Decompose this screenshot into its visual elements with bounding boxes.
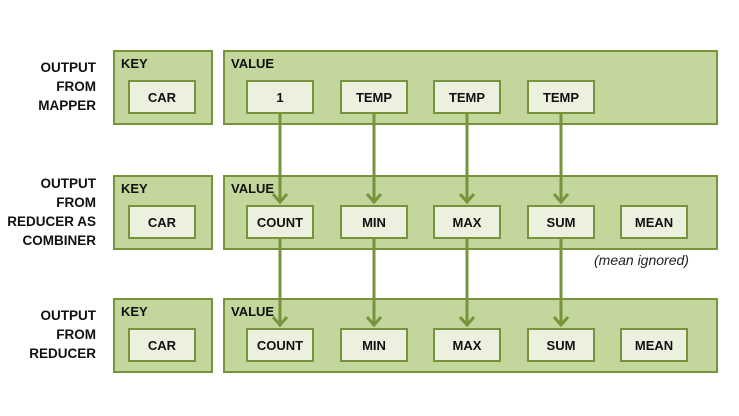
mean-ignored-note: (mean ignored) [594, 252, 689, 268]
arrowhead-icon [552, 193, 570, 205]
value-item: MIN [340, 328, 408, 362]
value-item: SUM [527, 205, 595, 239]
value-title: VALUE [231, 56, 275, 71]
arrowhead-icon [365, 316, 383, 328]
value-item: MAX [433, 328, 501, 362]
value-box: VALUE COUNT MIN MAX SUM MEAN [223, 175, 718, 250]
key-box: KEY CAR [113, 50, 213, 125]
arrowhead-icon [458, 193, 476, 205]
key-item: CAR [128, 205, 196, 239]
key-title: KEY [121, 56, 148, 71]
key-title: KEY [121, 181, 148, 196]
arrowhead-icon [271, 316, 289, 328]
value-item: COUNT [246, 205, 314, 239]
value-title: VALUE [231, 181, 275, 196]
value-item: MAX [433, 205, 501, 239]
value-item: TEMP [527, 80, 595, 114]
key-box: KEY CAR [113, 298, 213, 373]
row-label: OUTPUT FROM REDUCER [29, 308, 96, 361]
arrowhead-icon [458, 316, 476, 328]
key-box: KEY CAR [113, 175, 213, 250]
arrowhead-icon [552, 316, 570, 328]
arrowhead-icon [271, 193, 289, 205]
value-box: VALUE 1 TEMP TEMP TEMP [223, 50, 718, 125]
key-item: CAR [128, 328, 196, 362]
value-item: MIN [340, 205, 408, 239]
value-box: VALUE COUNT MIN MAX SUM MEAN [223, 298, 718, 373]
row-label: OUTPUT FROM MAPPER [38, 60, 96, 113]
value-item: TEMP [433, 80, 501, 114]
value-title: VALUE [231, 304, 275, 319]
value-item: MEAN [620, 205, 688, 239]
key-item: CAR [128, 80, 196, 114]
value-item: MEAN [620, 328, 688, 362]
arrowhead-icon [365, 193, 383, 205]
value-item: 1 [246, 80, 314, 114]
value-item: TEMP [340, 80, 408, 114]
key-title: KEY [121, 304, 148, 319]
value-item: COUNT [246, 328, 314, 362]
row-label: OUTPUT FROM REDUCER AS COMBINER [7, 176, 96, 248]
value-item: SUM [527, 328, 595, 362]
